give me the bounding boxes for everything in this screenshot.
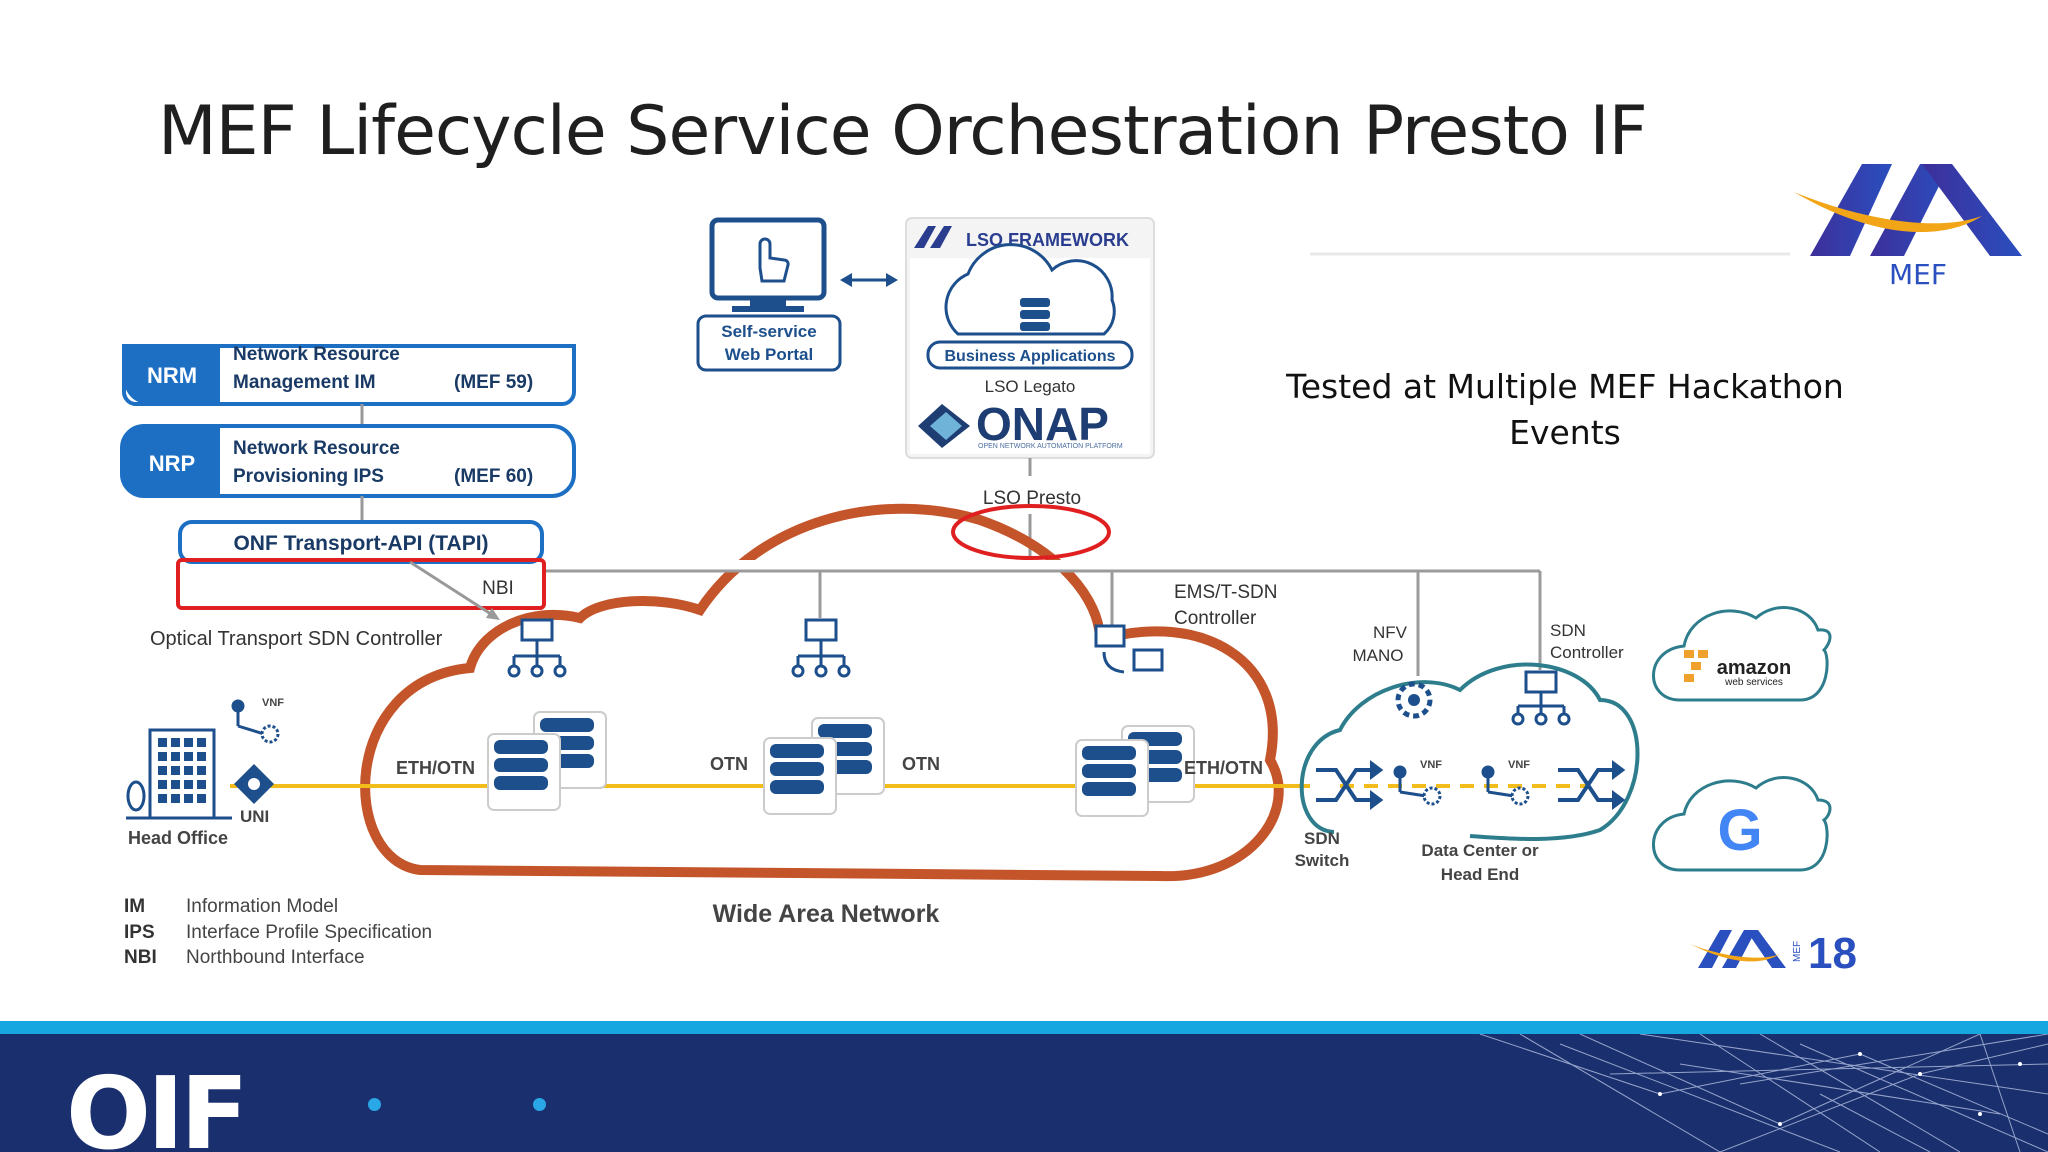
hand-pointer-icon	[758, 237, 790, 283]
lso-legato-label: LSO Legato	[985, 377, 1076, 396]
nrm-line2: Management IM	[233, 372, 376, 393]
vnf-label-dc-1: VNF	[1420, 759, 1442, 771]
lso-presto-label: LSO Presto	[983, 488, 1081, 509]
nrp-badge: NRP	[149, 451, 195, 476]
data-center-cloud	[1299, 662, 1640, 841]
nrm-box: NRM Network Resource Management IM (MEF …	[122, 344, 576, 406]
wide-area-network-cloud	[360, 503, 1284, 882]
uni-label: UNI	[240, 807, 269, 826]
lso-architecture-diagram: Self-service Web Portal LSO FRAMEWORK Bu…	[120, 217, 1857, 978]
sdn-switch-icon	[1316, 760, 1384, 810]
tested-at-hackathon-text: Tested at Multiple MEF Hackathon Events	[1286, 367, 1844, 452]
data-center-label-line1: Data Center or	[1421, 841, 1539, 860]
link-label-otn-1: OTN	[710, 754, 748, 774]
sdn-switch-label-line2: Switch	[1295, 851, 1350, 870]
presto-highlight-ellipse	[951, 504, 1111, 560]
business-apps-cloud-icon	[944, 243, 1116, 336]
control-bus-lines	[542, 569, 1542, 676]
sdn-controller-icon	[1511, 670, 1571, 726]
vnf-icon	[231, 699, 280, 744]
mef18-number-label: 18	[1808, 929, 1857, 978]
oif-logo: OIF	[66, 1055, 249, 1152]
legend-desc-nbi: Northbound Interface	[186, 947, 365, 968]
footer-accent-band	[0, 1021, 2048, 1034]
link-label-eth-otn-right: ETH/OTN	[1184, 758, 1263, 778]
footer-dot-icon	[533, 1098, 546, 1111]
legend: IM Information Model IPS Interface Profi…	[124, 896, 432, 968]
legend-abbr-im: IM	[124, 896, 145, 917]
optical-transport-sdn-controller-label: Optical Transport SDN Controller	[150, 628, 443, 650]
data-center-label-line2: Head End	[1441, 865, 1519, 884]
vnf-label-head-office: VNF	[262, 697, 284, 709]
tapi-label: ONF Transport-API (TAPI)	[233, 532, 488, 555]
onap-logo: ONAP OPEN NETWORK AUTOMATION PLATFORM	[918, 398, 1123, 450]
vnf-icon	[1481, 765, 1530, 806]
amazon-label: amazon	[1717, 657, 1791, 679]
nrm-ref: (MEF 59)	[454, 372, 533, 393]
mef18-side-label: MEF	[1792, 941, 1803, 962]
double-arrow-icon	[840, 273, 898, 287]
slide-title: MEF Lifecycle Service Orchestration Pres…	[158, 92, 1648, 171]
nbi-highlight-box	[176, 558, 546, 610]
ems-controller-icon	[1094, 624, 1164, 674]
footer-dark-band: OIF	[0, 1034, 2048, 1152]
amazon-web-services-label: web services	[1724, 677, 1783, 688]
nfv-mano-label-line1: NFV	[1373, 623, 1408, 642]
google-cloud: G	[1652, 776, 1832, 872]
head-office-building-icon	[126, 728, 232, 820]
controller-icon	[791, 618, 851, 678]
network-element-icon	[487, 711, 607, 811]
legend-desc-im: Information Model	[186, 896, 338, 917]
sdn-switch-label-line1: SDN	[1304, 829, 1340, 848]
nrp-line1: Network Resource	[233, 438, 400, 459]
google-logo-icon: G	[1717, 798, 1762, 863]
nfv-gear-icon	[1395, 681, 1433, 719]
onap-label: ONAP	[976, 398, 1109, 450]
ems-label-line1: EMS/T-SDN	[1174, 582, 1277, 603]
network-mesh-decoration	[1479, 1034, 2048, 1152]
wide-area-network-label: Wide Area Network	[713, 900, 940, 928]
sdn-controller-label-line2: Controller	[1550, 643, 1624, 662]
lso-framework-box: LSO FRAMEWORK Business Applications LSO …	[905, 217, 1155, 459]
business-applications-label: Business Applications	[945, 348, 1116, 365]
amazon-web-services-cloud: amazon web services	[1652, 606, 1832, 702]
mef-logo-label: MEF	[1889, 258, 1947, 291]
network-element-icon	[763, 717, 885, 815]
legend-abbr-ips: IPS	[124, 922, 155, 943]
uni-diamond-icon	[234, 764, 274, 804]
ems-label-line2: Controller	[1174, 608, 1257, 629]
portal-label-line1: Self-service	[721, 322, 816, 341]
lso-framework-header: LSO FRAMEWORK	[966, 230, 1129, 250]
head-office-label: Head Office	[128, 828, 228, 848]
vnf-icon	[1393, 765, 1442, 806]
nrp-box: NRP Network Resource Provisioning IPS (M…	[120, 424, 576, 498]
mef18-logo: MEF 18	[1690, 929, 1857, 978]
mef-logo: MEF	[1794, 164, 2022, 291]
legend-desc-ips: Interface Profile Specification	[186, 922, 432, 943]
nrm-badge: NRM	[147, 363, 197, 388]
controller-icon	[507, 618, 567, 678]
nrp-line2: Provisioning IPS	[233, 466, 384, 487]
nrm-line1: Network Resource	[233, 344, 400, 365]
footer: OIF	[0, 1021, 2048, 1152]
onap-subtitle: OPEN NETWORK AUTOMATION PLATFORM	[978, 443, 1123, 450]
sdn-switch-icon	[1558, 760, 1626, 810]
sdn-controller-label-line1: SDN	[1550, 621, 1586, 640]
legend-abbr-nbi: NBI	[124, 947, 157, 968]
vnf-label-dc-2: VNF	[1508, 759, 1530, 771]
nbi-label: NBI	[482, 578, 514, 599]
nfv-mano-label-line2: MANO	[1353, 646, 1404, 665]
tapi-box: ONF Transport-API (TAPI)	[178, 520, 544, 564]
nrp-ref: (MEF 60)	[454, 466, 533, 487]
link-label-otn-2: OTN	[902, 754, 940, 774]
link-label-eth-otn-left: ETH/OTN	[396, 758, 475, 778]
portal-label-line2: Web Portal	[725, 345, 813, 364]
self-service-web-portal: Self-service Web Portal	[696, 217, 842, 372]
network-element-icon	[1075, 725, 1195, 817]
footer-dot-icon	[368, 1098, 381, 1111]
